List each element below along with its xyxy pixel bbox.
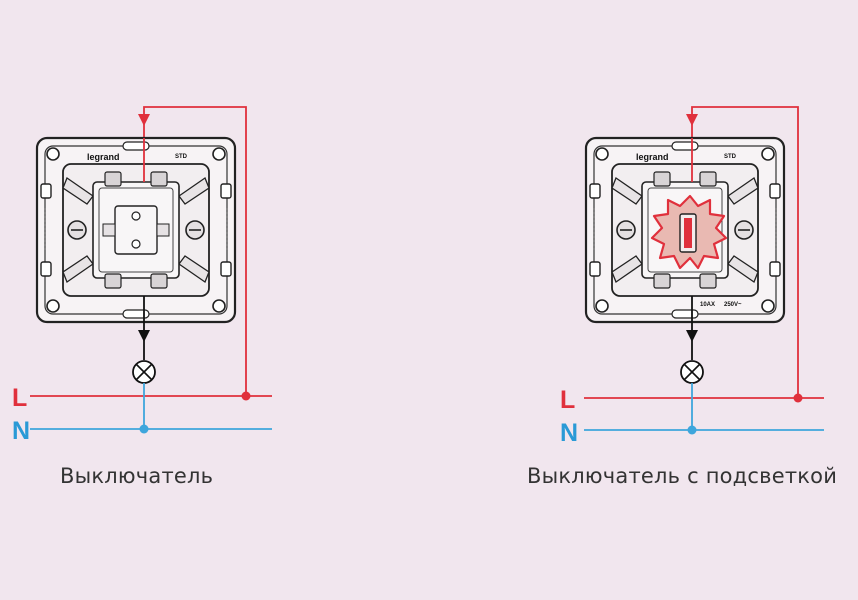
arrow-down-icon — [686, 330, 698, 342]
label-l-right: L — [560, 386, 575, 414]
label-n-left: N — [12, 417, 30, 445]
backlight-glow-icon — [650, 194, 728, 270]
marking-top: STD — [724, 154, 737, 160]
brand-logo: legrand — [87, 152, 120, 162]
lamp-icon — [132, 360, 156, 384]
caption-left: Выключатель — [60, 464, 214, 488]
switch-mechanism-icon: legrand STD — [35, 136, 237, 324]
diagram-left: L N legrand STD — [12, 106, 272, 445]
junction-dot-icon — [241, 391, 251, 401]
voltage-label: 250V~ — [724, 302, 742, 308]
junction-dot-icon — [687, 425, 697, 435]
diagram-right: L N legrand STD 10AX 250V~ — [560, 106, 824, 447]
rating-label: 10AX — [700, 302, 715, 308]
label-l-left: L — [12, 384, 27, 412]
arrow-down-icon — [138, 114, 150, 126]
junction-dot-icon — [139, 424, 149, 434]
lamp-icon — [680, 360, 704, 384]
switch-mechanism-icon: legrand STD 10AX 250V~ — [584, 136, 786, 324]
marking-top: STD — [175, 154, 188, 160]
arrow-down-icon — [686, 114, 698, 126]
arrow-down-icon — [138, 330, 150, 342]
brand-logo: legrand — [636, 152, 669, 162]
junction-dot-icon — [793, 393, 803, 403]
label-n-right: N — [560, 419, 578, 447]
caption-right: Выключатель с подсветкой — [527, 464, 838, 488]
